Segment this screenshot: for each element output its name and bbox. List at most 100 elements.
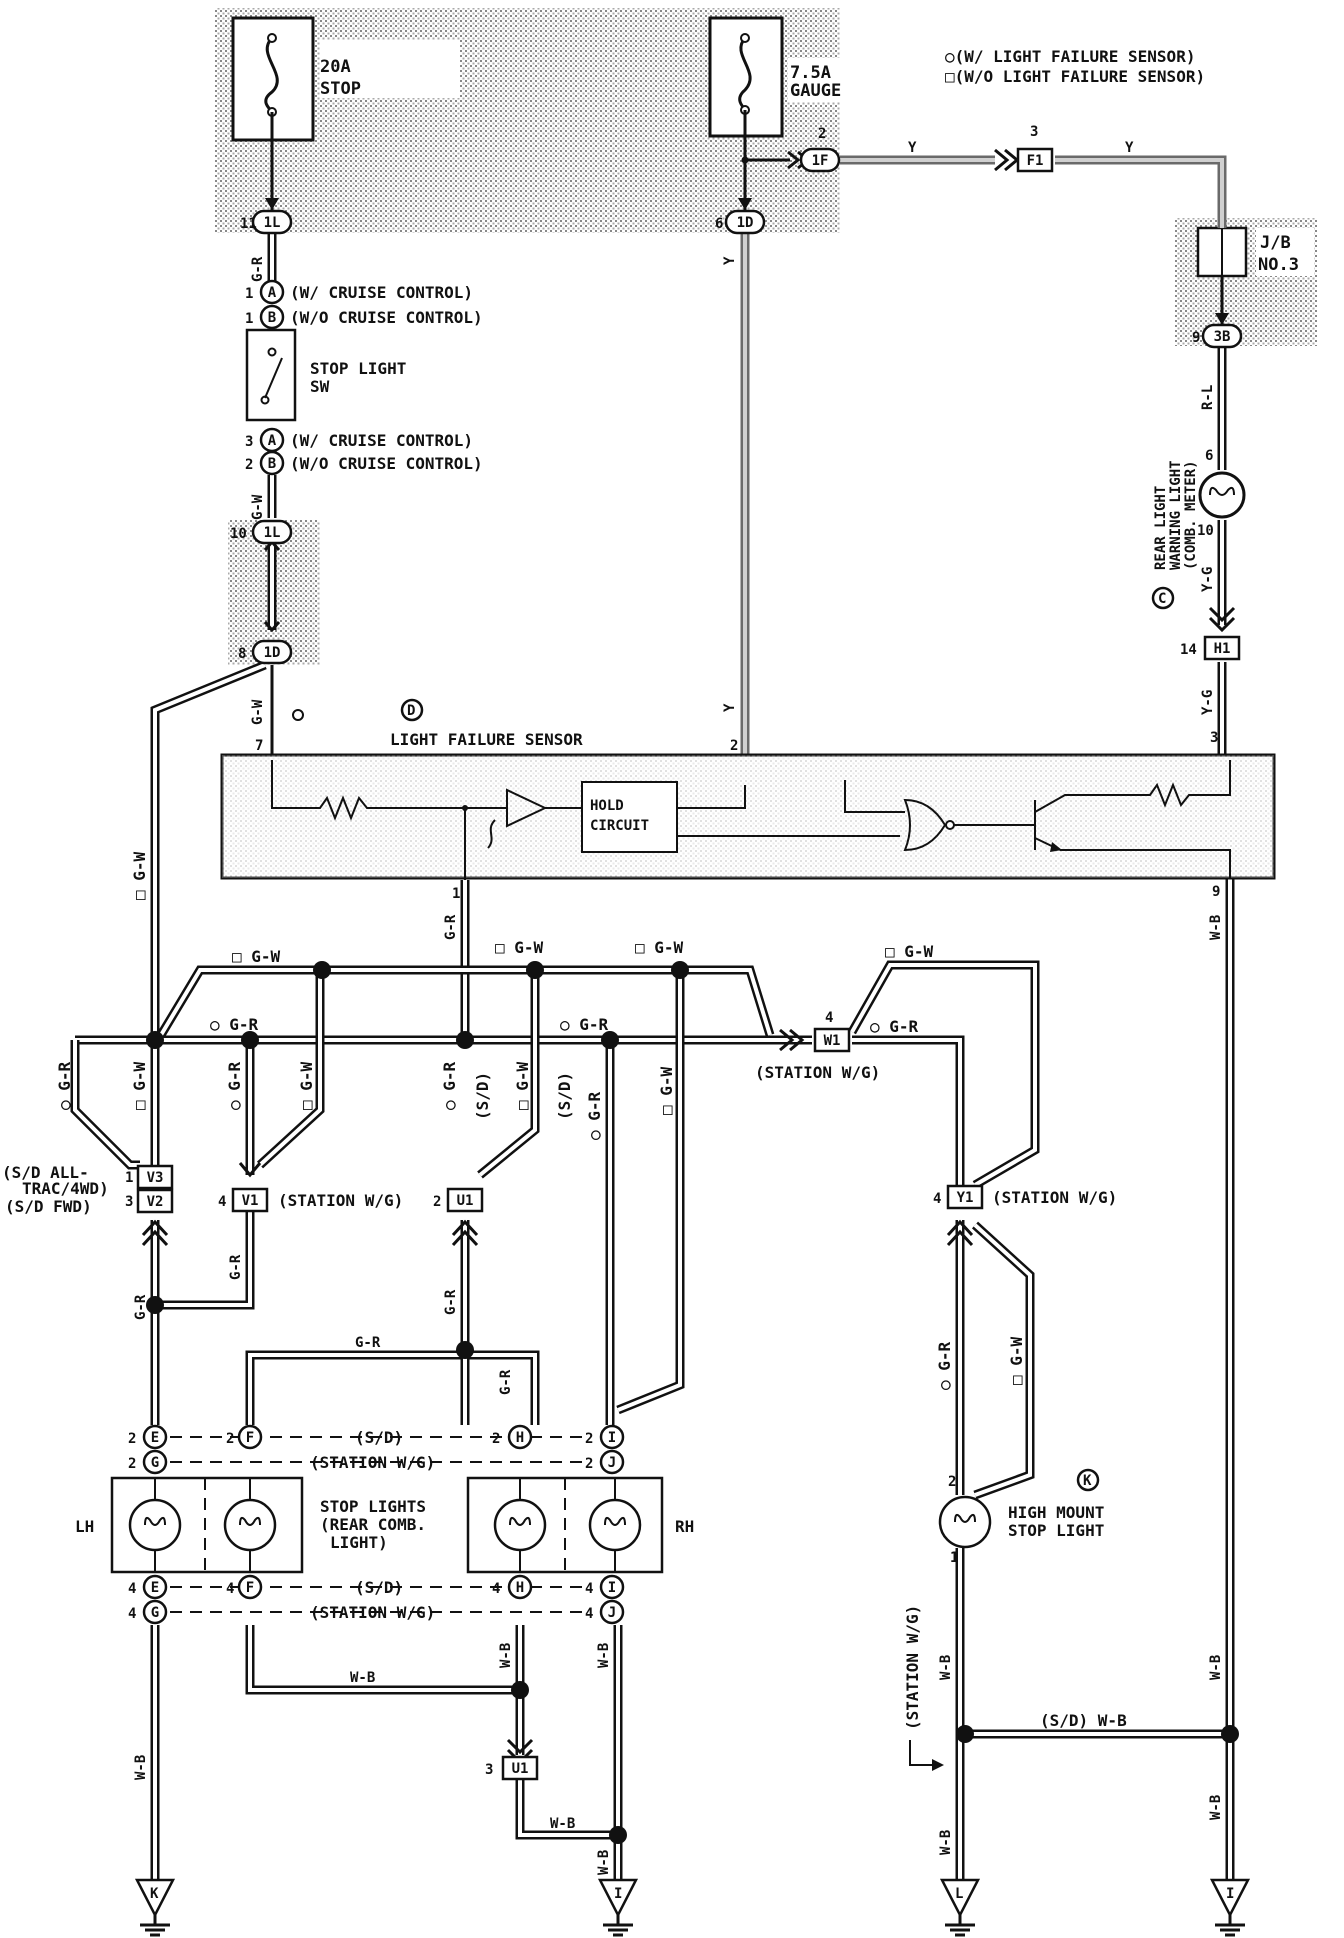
pin-6-warning: 6 (1205, 448, 1213, 464)
note-wo-cruise-1: (W/O CRUISE CONTROL) (290, 308, 483, 327)
connector-b-top: B (259, 304, 285, 330)
connector-b-top-label: B (268, 310, 276, 326)
wire-gr-bus-1: ○ G-R (210, 1015, 259, 1034)
jb3-label: J/B (1260, 233, 1291, 253)
note-sd-alltrac: (S/D ALL- (2, 1163, 89, 1182)
fuse-stop-amp: 20A (320, 57, 351, 77)
pin-10: 10 (230, 526, 247, 542)
connector-f-bottom-label: F (246, 1580, 254, 1596)
stop-light-switch: STOP LIGHT SW (245, 328, 406, 422)
note-station-wg-y1: (STATION W/G) (992, 1188, 1117, 1207)
connector-g-top-label: G (151, 1455, 159, 1471)
connector-w1-label: W1 (824, 1033, 841, 1049)
connector-y1: Y1 (946, 1184, 984, 1210)
rh-label: RH (675, 1517, 694, 1536)
pin-8: 8 (238, 646, 246, 662)
ground-k-label: K (150, 1886, 159, 1902)
connector-v1: V1 (231, 1187, 269, 1213)
fuse-7-5a-gauge: 7.5A GAUGE (708, 16, 858, 138)
connector-y1-label: Y1 (957, 1190, 974, 1206)
pin-7: 7 (255, 738, 263, 754)
wire-gr-h: G-R (498, 1369, 514, 1395)
wire-y-2: Y (1125, 140, 1134, 156)
connector-u1-bottom: U1 (501, 1755, 539, 1781)
pin-1a: 1 (245, 286, 253, 302)
wire-gr-v2b: G-R (133, 1294, 149, 1320)
pin-3-v2: 3 (125, 1194, 133, 1210)
connector-i-bottom: I (599, 1574, 625, 1600)
connector-u1-top: U1 (446, 1187, 484, 1213)
station-wg-arrow-head (932, 1759, 944, 1771)
connector-1d-top: 1D (724, 209, 766, 235)
wire-wb-j: W-B (596, 1643, 612, 1668)
connector-a-bottom-label: A (268, 433, 277, 449)
jb3-label-2: NO.3 (1258, 255, 1299, 275)
connector-e-top: E (142, 1424, 168, 1450)
wire-wb-u1b: W-B (596, 1850, 612, 1875)
pin-2-gauge: 2 (818, 126, 826, 142)
pin-4-i: 4 (585, 1581, 593, 1597)
note-sd-alltrac-2: TRAC/4WD) (22, 1179, 109, 1198)
component-c-label: C (1158, 591, 1166, 607)
connector-b-bottom: B (259, 450, 285, 476)
pin-4-w1: 4 (825, 1010, 833, 1026)
pin-4-e: 4 (128, 1581, 136, 1597)
stop-lights-label-3: LIGHT) (330, 1533, 388, 1552)
pin-2-f: 2 (226, 1431, 234, 1447)
pin-1b: 1 (245, 311, 253, 327)
ground-l: L (939, 1878, 981, 1937)
wire-wb-right: W-B (1208, 1655, 1224, 1680)
note-station-wg-w1: (STATION W/G) (755, 1063, 880, 1082)
connector-h-bottom: H (507, 1574, 533, 1600)
wire-gr-top: G-R (250, 256, 266, 282)
connector-h1: H1 (1203, 635, 1241, 661)
connector-h1-label: H1 (1214, 641, 1231, 657)
connector-v1-label: V1 (242, 1193, 259, 1209)
note-sd-wb: (S/D) W-B (1040, 1711, 1127, 1730)
pin-1-high-mount: 1 (950, 1550, 958, 1566)
wire-gw-bus-2: □ G-W (495, 938, 544, 957)
wire-y-1: Y (908, 140, 917, 156)
pin-4-y1: 4 (933, 1191, 941, 1207)
station-wg-arrow (909, 1740, 935, 1766)
stop-lights-label: STOP LIGHTS (320, 1497, 426, 1516)
pin-4-j: 4 (585, 1606, 593, 1622)
connector-i-bottom-label: I (608, 1580, 616, 1596)
pin-4-v1: 4 (218, 1194, 226, 1210)
connector-1d-mid-label: 1D (264, 645, 281, 661)
stop-sw-label-2: SW (310, 377, 330, 396)
connector-h-bottom-label: H (516, 1580, 524, 1596)
ground-i-left: I (597, 1878, 639, 1937)
connector-1l-mid: 1L (251, 519, 293, 545)
wire-gr-u1b: G-R (443, 1289, 459, 1315)
wires (70, 110, 1236, 1880)
warning-light-label: REAR LIGHT (1153, 486, 1169, 570)
pin-4-f: 4 (226, 1581, 234, 1597)
junction-block-3: J/B NO.3 (1196, 226, 1314, 278)
wire-wb-high-mount: W-B (938, 1655, 954, 1680)
pin-2-high-mount: 2 (948, 1474, 956, 1490)
wire-gw-mid: G-W (250, 699, 266, 725)
note-w-cruise-1: (W/ CRUISE CONTROL) (290, 283, 473, 302)
fuse-stop-name: STOP (320, 79, 361, 99)
connector-i-top-label: I (608, 1430, 616, 1446)
stop-lights-lh: LH (75, 1476, 304, 1574)
connector-f-top-label: F (246, 1430, 254, 1446)
wire-gw-switch: G-W (250, 494, 266, 520)
wire-gr-bus-2: ○ G-R (560, 1015, 609, 1034)
wire-gr-lfs-1: G-R (443, 914, 459, 940)
connector-f1: F1 (1016, 147, 1054, 173)
pin-2-h: 2 (492, 1431, 500, 1447)
wire-gr-v1b: G-R (228, 1254, 244, 1280)
connector-h-top: H (507, 1424, 533, 1450)
connector-1l-top: 1L (251, 209, 293, 235)
pin-1-lfs: 1 (452, 886, 460, 902)
wire-gw-v1: □ G-W (297, 1061, 316, 1110)
wire-wb-right-2: W-B (1208, 1795, 1224, 1820)
wire-wb-f: W-B (350, 1670, 375, 1686)
pin-2-i: 2 (585, 1431, 593, 1447)
pin-3-f1: 3 (1030, 124, 1038, 140)
pin-3-lfs: 3 (1210, 730, 1218, 746)
connector-v3: V3 (136, 1164, 174, 1190)
